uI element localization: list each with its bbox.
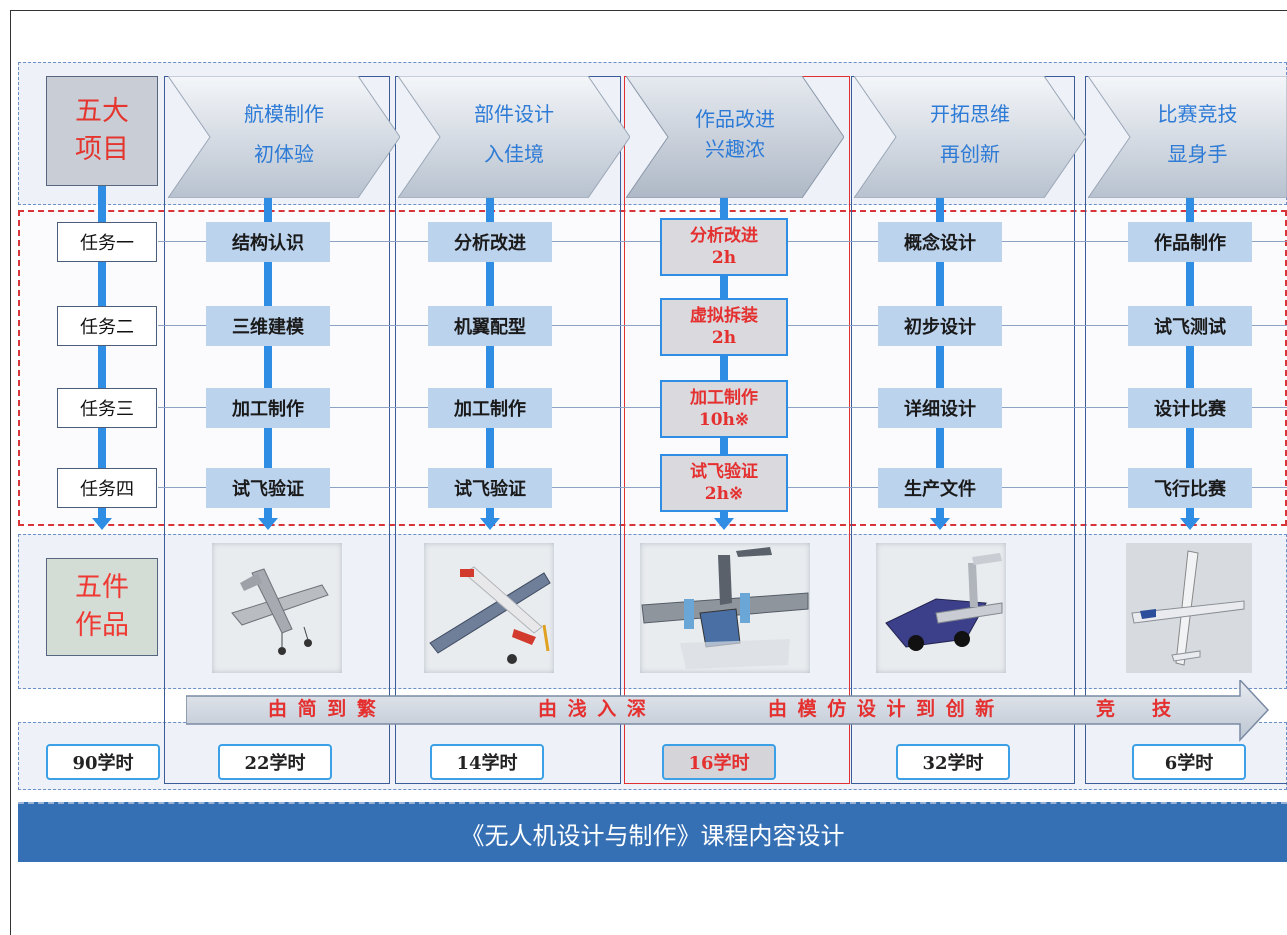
down-arrow-icon: [92, 518, 112, 530]
aircraft-image-1: [212, 543, 342, 673]
stage-title: 作品改进兴趣浓: [695, 107, 775, 161]
progression-text-3: 由 模 仿 设 计 到 创 新: [768, 698, 997, 720]
projects-label: 五大项目: [46, 76, 158, 186]
chevron-shape: [168, 76, 400, 198]
stage-header-1: 航模制作初体验: [168, 76, 400, 198]
airplane-icon: [429, 566, 551, 664]
stage-hours-4: 32学时: [896, 744, 1010, 780]
progression-text-2: 由 浅 入 深: [538, 698, 648, 720]
airplane-icon: [885, 553, 1003, 651]
footer-title: 《无人机设计与制作》课程内容设计: [18, 802, 1287, 862]
connector: [486, 198, 494, 518]
airplane-icon: [641, 547, 809, 669]
stage-hours-5: 6学时: [1132, 744, 1246, 780]
task-box: 试飞验证: [428, 468, 552, 508]
chevron-shape: [854, 76, 1086, 198]
stage-header-5: 比赛竞技显身手: [1088, 76, 1287, 198]
task-box: 概念设计: [878, 222, 1002, 262]
aircraft-image-2: [424, 543, 554, 673]
chevron-shape: [398, 76, 630, 198]
task-box: 试飞测试: [1128, 306, 1252, 346]
task-box: 飞行比赛: [1128, 468, 1252, 508]
stage-header-3: 作品改进兴趣浓: [626, 76, 844, 198]
task-box: 详细设计: [878, 388, 1002, 428]
task-box: 试飞验证: [206, 468, 330, 508]
chevron-shape: [626, 76, 844, 198]
chevron-shape: [1088, 76, 1287, 198]
task-label-3: 任务三: [57, 388, 157, 428]
aircraft-image-3: [640, 543, 810, 673]
aircraft-image-5: [1126, 543, 1252, 673]
task-label-4: 任务四: [57, 468, 157, 508]
works-label: 五件作品: [46, 558, 158, 656]
task-label-2: 任务二: [57, 306, 157, 346]
progression-text-4: 竞: [1096, 698, 1118, 720]
aircraft-image-4: [876, 543, 1006, 673]
task-box: 分析改进: [428, 222, 552, 262]
progression-arrow-icon: [186, 680, 1270, 742]
stage-hours-2: 14学时: [430, 744, 544, 780]
task-box: 初步设计: [878, 306, 1002, 346]
outer-frame: [10, 10, 1287, 935]
connector: [1186, 198, 1194, 518]
airplane-icon: [1126, 543, 1252, 673]
connector: [264, 198, 272, 518]
task-box: 三维建模: [206, 306, 330, 346]
stage-header-2: 部件设计入佳境: [398, 76, 630, 198]
airplane-icon: [231, 568, 329, 655]
task-box: 加工制作: [206, 388, 330, 428]
task-box: 结构认识: [206, 222, 330, 262]
task-box: 加工制作: [428, 388, 552, 428]
down-arrow-icon: [480, 518, 500, 530]
stage-title: 部件设计入佳境: [474, 102, 554, 166]
stage-title: 航模制作初体验: [244, 102, 324, 166]
down-arrow-icon: [930, 518, 950, 530]
task-box: 生产文件: [878, 468, 1002, 508]
progression-text-1: 由 简 到 繁: [268, 698, 378, 720]
progression-text-5: 技: [1152, 698, 1174, 720]
task-box: 作品制作: [1128, 222, 1252, 262]
down-arrow-icon: [258, 518, 278, 530]
task-box: 机翼配型: [428, 306, 552, 346]
connector: [720, 198, 728, 518]
total-hours: 90学时: [46, 744, 160, 780]
down-arrow-icon: [1180, 518, 1200, 530]
connector: [936, 198, 944, 518]
stage-title: 比赛竞技显身手: [1157, 102, 1238, 166]
task-box: 设计比赛: [1128, 388, 1252, 428]
stage-hours-3: 16学时: [662, 744, 776, 780]
stage-header-4: 开拓思维再创新: [854, 76, 1086, 198]
stage-hours-1: 22学时: [218, 744, 332, 780]
down-arrow-icon: [714, 518, 734, 530]
stage-title: 开拓思维再创新: [930, 102, 1010, 166]
task-label-1: 任务一: [57, 222, 157, 262]
connector: [98, 186, 106, 518]
